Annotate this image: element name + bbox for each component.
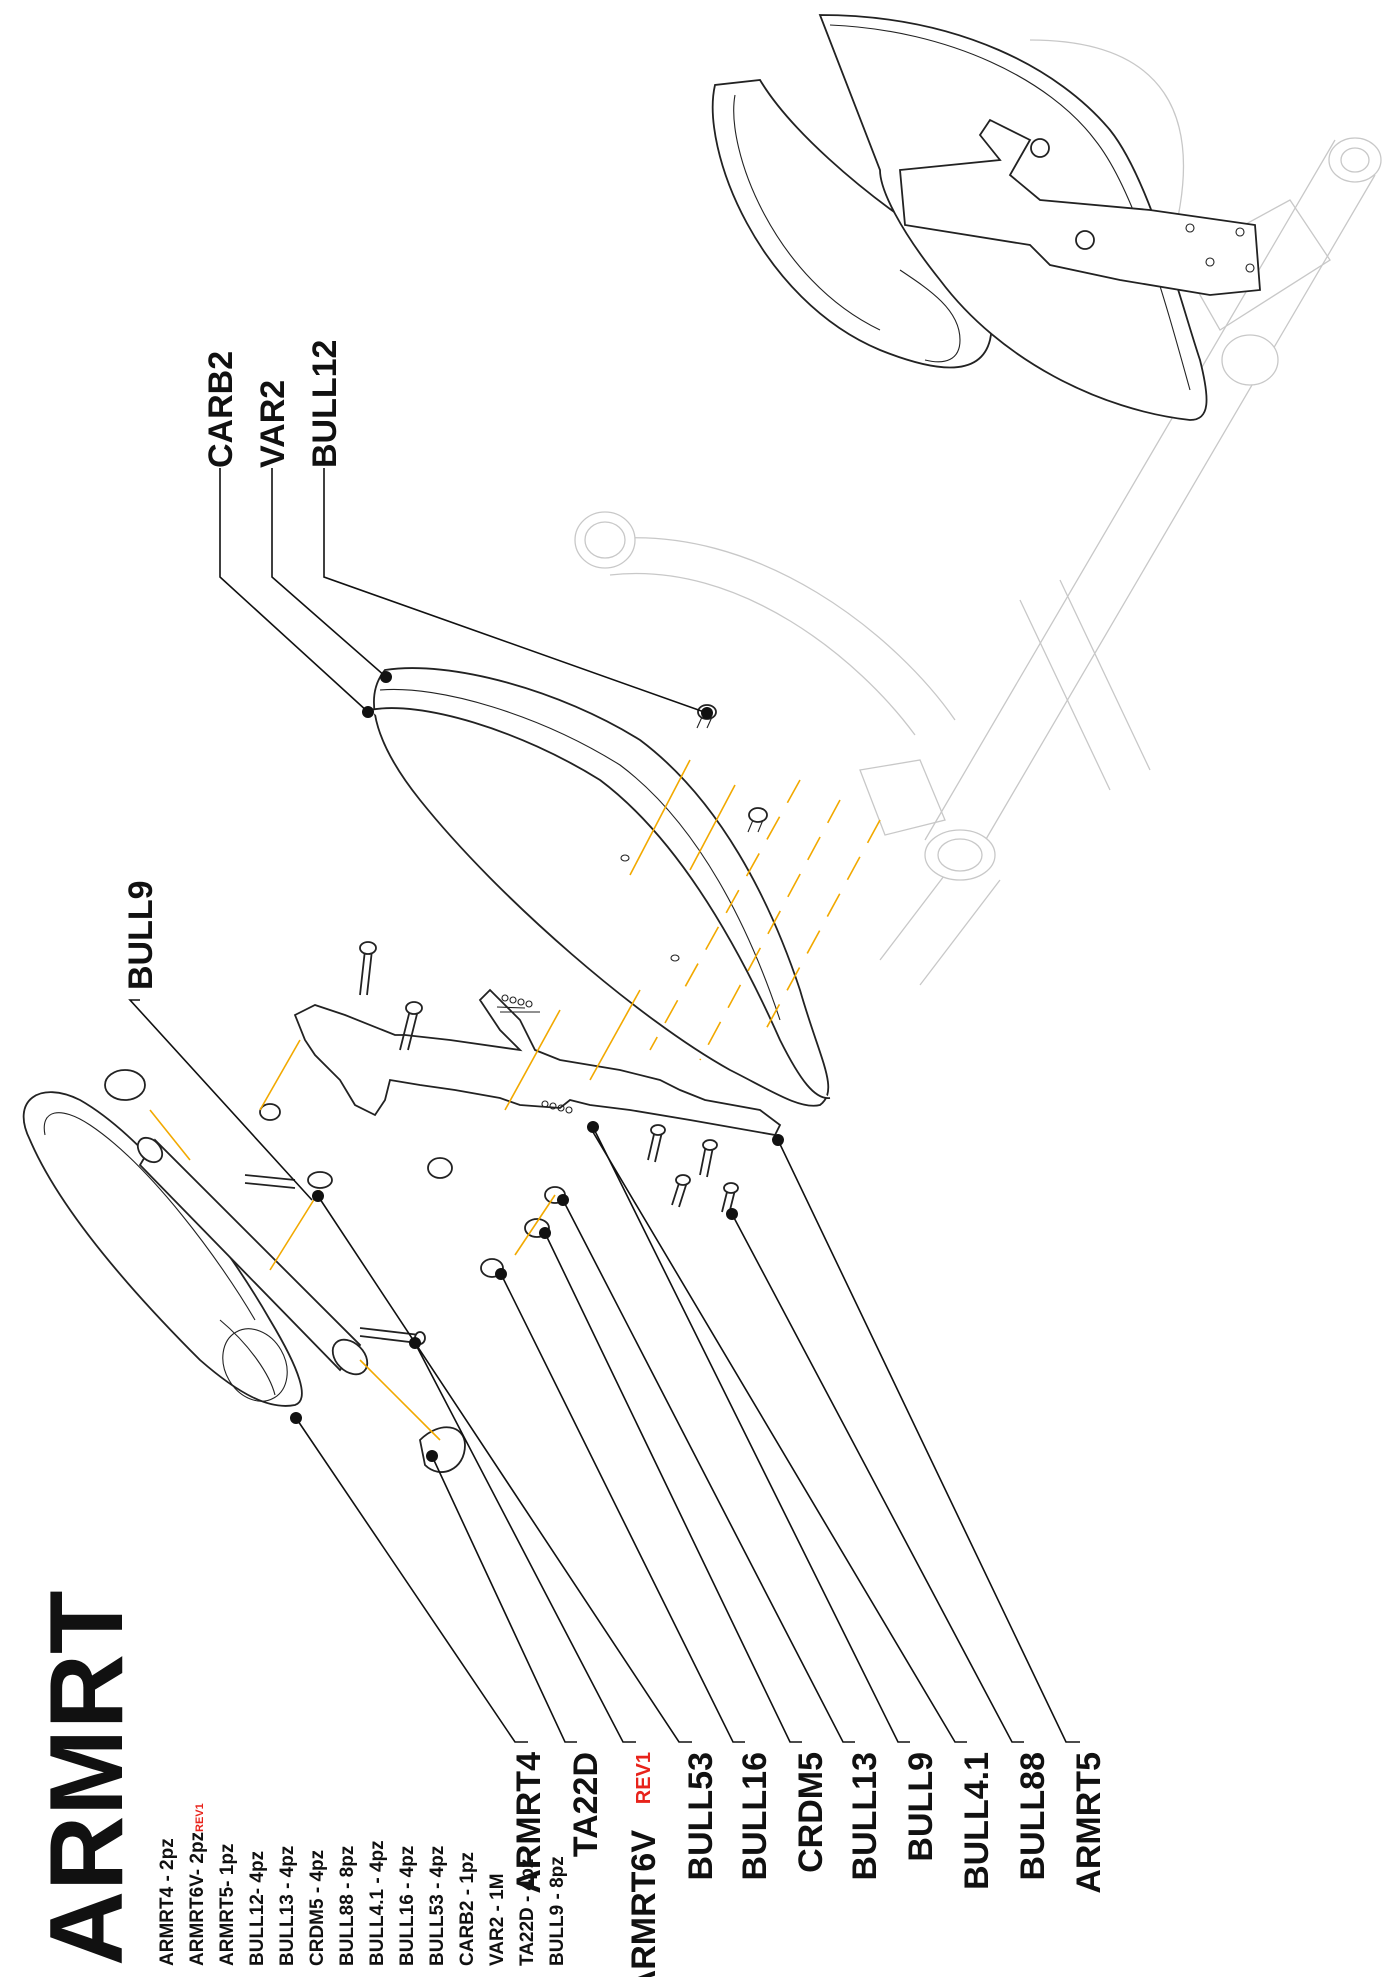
- parts-list-item: TA22D - 4pz: [517, 1859, 538, 1966]
- callout-label: BULL53: [682, 1752, 720, 1880]
- callout-label: BULL16: [736, 1752, 774, 1880]
- assembly-axes: [149, 759, 881, 1441]
- callout-label: CRDM5: [792, 1752, 830, 1873]
- parts-list-item: BULL13 - 4pz: [277, 1846, 298, 1966]
- callout-label: BULL9: [902, 1752, 940, 1862]
- revision-tag: REV1: [194, 1803, 206, 1832]
- callout-label-left: BULL9: [122, 880, 160, 990]
- title-block: ARMRT: [29, 1591, 145, 1966]
- parts-list-item: BULL53 - 4pz: [427, 1846, 448, 1966]
- callout-label: CARB2: [202, 351, 240, 468]
- page-title: ARMRT: [29, 1591, 145, 1966]
- revision-tag: REV1: [633, 1752, 655, 1804]
- callout-label: ARMRT4: [510, 1752, 548, 1894]
- callout-labels-top: CARB2 VAR2 BULL12: [202, 340, 344, 468]
- armrest-pad: [22, 1091, 303, 1407]
- parts-list-item: BULL16 - 4pz: [397, 1846, 418, 1966]
- parts-list-item: VAR2 - 1M: [487, 1873, 508, 1966]
- callout-label: BULL13: [846, 1752, 884, 1880]
- upper-armrest-assembly: [711, 14, 1261, 421]
- parts-list-item: BULL9 - 8pz: [547, 1856, 568, 1966]
- callout-label: BULL12: [306, 340, 344, 468]
- parts-list-item: BULL12- 4pz: [247, 1851, 268, 1966]
- parts-list-item: BULL4.1 - 4pz: [367, 1840, 388, 1966]
- leader-lines: [128, 468, 1080, 1743]
- callout-label: VAR2: [254, 380, 292, 468]
- callout-label: TA22D: [567, 1752, 605, 1857]
- parts-list-item: CRDM5 - 4pz: [307, 1850, 328, 1966]
- parts-list-item: ARMRT5- 1pz: [217, 1844, 238, 1966]
- ghost-frame: [574, 39, 1382, 986]
- parts-list-item: CARB2 - 1pz: [457, 1852, 478, 1966]
- callout-label: ARMRT5: [1070, 1752, 1108, 1894]
- side-panel: [369, 667, 831, 1107]
- parts-list: ARMRT4 - 2pz ARMRT6V- 2pz REV1 ARMRT5- 1…: [157, 1803, 568, 1966]
- callout-label: BULL88: [1014, 1752, 1052, 1880]
- armrest-tube: [104, 1069, 466, 1473]
- callout-label: BULL4.1: [958, 1752, 996, 1890]
- callout-label: ARMRT6V: [625, 1830, 663, 1977]
- parts-list-item: ARMRT4 - 2pz: [157, 1838, 178, 1966]
- callout-label: BULL9: [122, 880, 160, 990]
- parts-list-item: ARMRT6V- 2pz: [187, 1832, 208, 1966]
- mounting-bracket: [293, 988, 782, 1137]
- parts-list-item: BULL88 - 8pz: [337, 1846, 358, 1966]
- callout-labels-bottom: ARMRT4 TA22D ARMRT6V REV1 BULL53 BULL16 …: [510, 1752, 1108, 1977]
